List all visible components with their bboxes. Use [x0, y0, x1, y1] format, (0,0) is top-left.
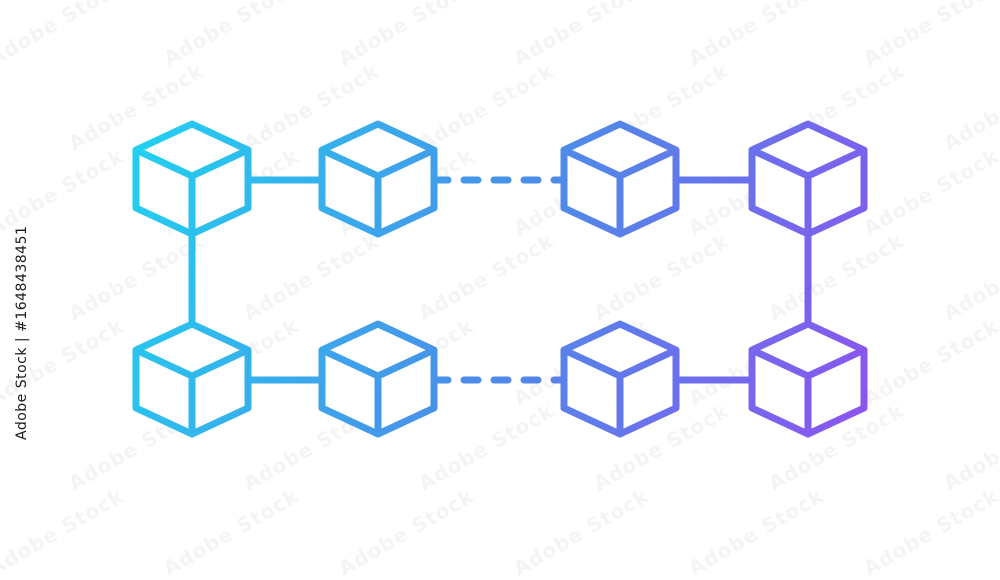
- blockchain-diagram: [132, 120, 868, 438]
- stock-id-label: Adobe Stock | #1648438451: [14, 225, 30, 440]
- cube-icon-top-1: [132, 120, 252, 238]
- cube-icon-bottom-1: [132, 320, 252, 438]
- block-layer: [132, 120, 868, 438]
- cube-icon-top-2: [318, 120, 438, 238]
- cube-icon-bottom-4: [748, 320, 868, 438]
- cube-icon-bottom-3: [560, 320, 680, 438]
- cube-icon-bottom-2: [318, 320, 438, 438]
- cube-icon-top-4: [748, 120, 868, 238]
- cube-icon-top-3: [560, 120, 680, 238]
- connection-layer: [188, 176, 812, 384]
